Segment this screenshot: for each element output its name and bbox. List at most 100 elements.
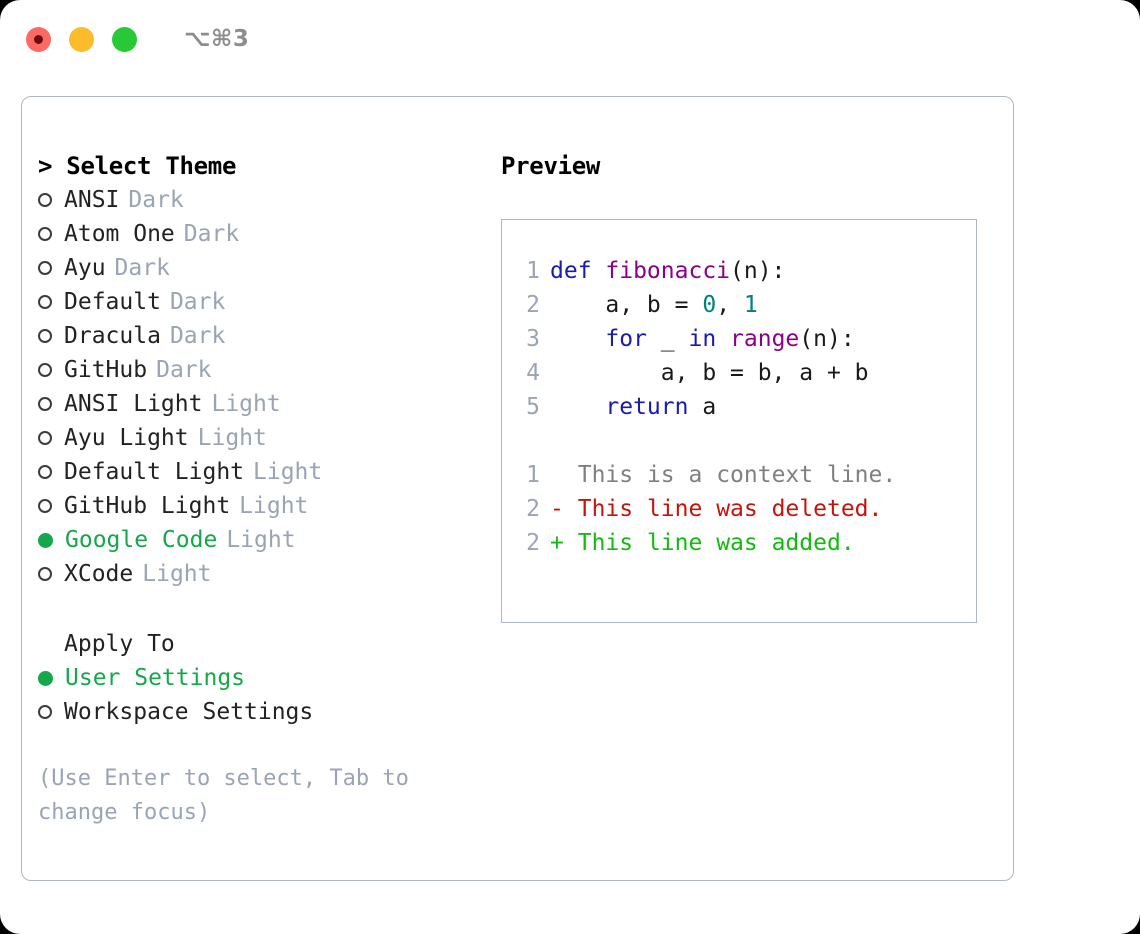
minimize-button[interactable] — [69, 26, 94, 52]
code-token — [716, 326, 730, 352]
code-token: fibonacci — [605, 258, 731, 284]
line-number: 1 — [526, 462, 540, 488]
line-number: 4 — [526, 360, 540, 386]
radio-unselected-icon[interactable] — [38, 329, 52, 343]
diff-line: 2 + This line was added. — [502, 530, 976, 564]
radio-unselected-icon[interactable] — [38, 567, 52, 581]
code-token: return — [605, 394, 689, 420]
theme-list-item[interactable]: Ayu Light Light — [38, 421, 498, 455]
theme-name-label: ANSI Light — [64, 391, 203, 417]
theme-variant-tag: Dark — [183, 221, 240, 247]
theme-name-label: Ayu — [64, 255, 106, 281]
apply-to-item[interactable]: Workspace Settings — [38, 695, 498, 729]
diff-spacer — [564, 530, 578, 556]
code-line: 3 for _ in range(n): — [502, 326, 976, 360]
diff-line-text: This is a context line. — [577, 462, 897, 488]
code-line: 1 def fibonacci(n): — [502, 258, 976, 292]
line-number: 1 — [526, 258, 540, 284]
theme-variant-tag: Dark — [114, 255, 170, 281]
theme-name-label: ANSI — [64, 187, 120, 213]
theme-list-item[interactable]: ANSI Light Light — [38, 387, 498, 421]
theme-name-label: Ayu Light — [64, 425, 189, 451]
code-line-text: for _ in range(n): — [550, 326, 854, 352]
apply-to-label: Workspace Settings — [64, 699, 314, 725]
theme-list-item[interactable]: Ayu Dark — [38, 251, 498, 285]
code-blank-line — [502, 428, 976, 462]
theme-variant-tag: Light — [253, 459, 323, 485]
radio-selected-icon[interactable] — [38, 670, 53, 686]
radio-unselected-icon[interactable] — [38, 261, 52, 275]
close-button[interactable] — [26, 26, 51, 52]
preview-header: Preview — [501, 152, 601, 180]
maximize-button[interactable] — [112, 26, 137, 52]
code-token: a, b = b, a + b — [550, 360, 869, 386]
apply-to-header: Apply To — [64, 631, 175, 657]
diff-line-text: This line was added. — [577, 530, 855, 556]
line-number: 2 — [526, 292, 540, 318]
code-token: a — [688, 394, 717, 420]
apply-to-label: User Settings — [65, 665, 246, 691]
theme-variant-tag: Light — [211, 391, 281, 417]
radio-unselected-icon[interactable] — [38, 193, 52, 207]
radio-selected-icon[interactable] — [38, 532, 53, 548]
radio-unselected-icon[interactable] — [38, 397, 52, 411]
line-number: 2 — [526, 530, 540, 556]
code-token: 0 — [702, 292, 717, 318]
code-token: 1 — [743, 292, 758, 318]
radio-unselected-icon[interactable] — [38, 705, 52, 719]
theme-picker-header: > Select Theme — [38, 152, 237, 180]
theme-variant-tag: Dark — [156, 357, 212, 383]
keyboard-shortcut-label: ⌥⌘3 — [184, 26, 250, 52]
radio-unselected-icon[interactable] — [38, 465, 52, 479]
window-controls — [26, 26, 137, 52]
diff-marker: - — [550, 496, 564, 522]
code-line-text: a, b = 0, 1 — [550, 292, 758, 318]
code-line: 2 a, b = 0, 1 — [502, 292, 976, 326]
code-line-text: return a — [550, 394, 716, 420]
code-line: 4 a, b = b, a + b — [502, 360, 976, 394]
window-titlebar: ⌥⌘3 — [0, 0, 1140, 78]
line-number: 2 — [526, 496, 540, 522]
code-token: (n): — [730, 258, 786, 284]
diff-marker — [550, 462, 564, 488]
theme-name-label: Google Code — [65, 527, 218, 553]
line-number: 5 — [526, 394, 540, 420]
radio-unselected-icon[interactable] — [38, 295, 52, 309]
code-line-text: def fibonacci(n): — [550, 258, 785, 284]
diff-line-text: This line was deleted. — [577, 496, 883, 522]
theme-name-label: Atom One — [64, 221, 175, 247]
theme-list-item[interactable]: XCode Light — [38, 557, 498, 591]
radio-unselected-icon[interactable] — [38, 499, 52, 513]
radio-unselected-icon[interactable] — [38, 227, 52, 241]
code-line-text: a, b = b, a + b — [550, 360, 869, 386]
diff-spacer — [564, 496, 578, 522]
theme-list-item[interactable]: Atom One Dark — [38, 217, 498, 251]
theme-name-label: XCode — [64, 561, 134, 587]
theme-name-label: Default — [64, 289, 161, 315]
code-token: , — [716, 292, 744, 318]
theme-list-item[interactable]: Default Dark — [38, 285, 498, 319]
theme-name-label: Dracula — [64, 323, 161, 349]
code-token — [550, 394, 605, 420]
theme-name-label: GitHub Light — [64, 493, 231, 519]
radio-unselected-icon[interactable] — [38, 363, 52, 377]
diff-line: 2- This line was deleted. — [502, 496, 976, 530]
theme-variant-tag: Dark — [169, 289, 226, 315]
theme-variant-tag: Light — [142, 561, 212, 587]
diff-marker: + — [550, 530, 564, 556]
diff-spacer — [564, 462, 578, 488]
radio-unselected-icon[interactable] — [38, 431, 52, 445]
theme-variant-tag: Light — [197, 425, 267, 451]
apply-to-item[interactable]: User Settings — [38, 661, 498, 695]
